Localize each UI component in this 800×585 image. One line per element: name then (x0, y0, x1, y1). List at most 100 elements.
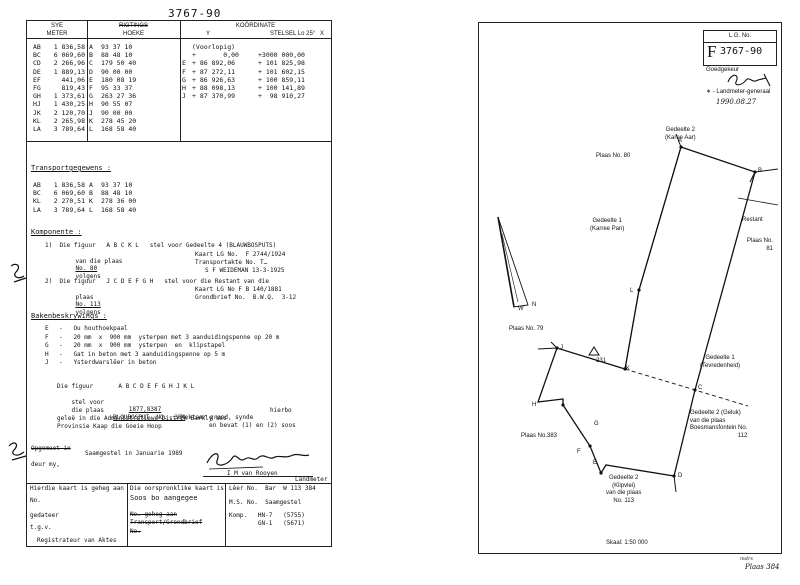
komp1-transport: Transportakte No. T… (195, 259, 268, 266)
komp2-plaas-label: plaas (75, 293, 94, 301)
footer-komp1: Komp. HN-7 (5755) (229, 512, 305, 519)
surveyor-name: I M van Rooyen (227, 470, 278, 477)
footer-komp2: GN-1 (5671) (229, 519, 305, 527)
coords-title: KOÖRDINATE (235, 23, 276, 29)
footer-no: No. (30, 496, 41, 504)
komp1-van: van die plaas (75, 257, 123, 265)
fig-hektaar: hektaar grond, synde (181, 413, 254, 421)
fig-line1: Die figuur A B C D E F G H J K L (57, 383, 195, 390)
footer-dated: gedateer (30, 512, 59, 519)
point-e: E (593, 460, 598, 466)
label-plaas-80: Plaas No. 80 (596, 153, 631, 159)
sides-title: SYE (50, 23, 63, 29)
directions-sub: HOEKE (122, 30, 144, 37)
baken-item: J- Ysterdwarslêer in beton (45, 359, 157, 366)
komp1-line1: 1) Die figuur A B C K L stel voor Gedeel… (45, 242, 277, 249)
lg-box: L.G. No. F 3767-90 (703, 30, 777, 66)
point-b: B (758, 168, 763, 174)
footer-soos-bo: Soos bo aangegee (130, 493, 198, 502)
y-label: Y (206, 31, 211, 37)
surveyor-signature (206, 453, 310, 470)
lg-prefix: F (707, 42, 717, 61)
coords-sub: STELSEL Lo 25° (270, 31, 316, 37)
approved-date: 1990.08.27 (716, 98, 757, 106)
label-gedeelte1-tevredenheid: Gedeelte 1 (Tevredenheid) (700, 355, 741, 369)
baken-title: Bakenbeskrywings : (31, 312, 107, 320)
footer-leer-no: Lêer No. Bar W 113 384 (229, 485, 316, 492)
label-gedeelte2-karee: Gedeelte 2 (Karee Aar) (665, 127, 696, 141)
ref-number: 3767-90 (168, 7, 222, 20)
transport-title: Transportgegewens : (31, 164, 112, 172)
baken-item: E- Ou houthoekpaal (45, 325, 128, 332)
footer-geheg: No. geheg aan (130, 511, 177, 518)
point-h: H (532, 402, 537, 408)
margin-initial-1 (10, 263, 27, 283)
point-a: A (678, 138, 683, 144)
komp1-plaas: No. 80 (75, 265, 98, 272)
cadastral-map (497, 133, 779, 493)
point-c: C (698, 385, 703, 391)
coord-row: J+ 87 370,99+ 98 910,27 (182, 92, 305, 101)
footer-transport: Transport/Grondbrief (130, 518, 203, 526)
approved-role: ∗ - Landmeter-generaal (706, 89, 771, 95)
komp2-volgens: volgens (75, 308, 101, 316)
label-gedeelte1-karree: Gedeelte 1 (Karree Pan) (590, 218, 625, 232)
point-j: J (560, 345, 563, 351)
footer-registrar: Registrateur van Aktes (37, 537, 117, 544)
footer-ms-no: M.S. No. Saamgestel (229, 498, 302, 506)
north-w-label: W (518, 306, 524, 312)
saamgestel-line: Saamgestel in Januarie 1989 (85, 450, 183, 457)
baken-item: H- Gat in beton met 3 aanduidingspenne o… (45, 350, 226, 358)
lg-title: L.G. No. (728, 33, 752, 39)
fig-area: 1877,8387 (128, 406, 162, 413)
margin-initial-2 (8, 442, 27, 461)
coord-row: G+ 86 926,63+ 100 859,11 (182, 75, 305, 84)
komp2-plaas: No. 113 (75, 301, 101, 308)
point-f: F (577, 449, 581, 455)
label-restant: Restant (742, 217, 763, 223)
fig-plaas: BLOUBOSPUT NO. 384 (113, 414, 186, 421)
x-label: X (320, 31, 325, 37)
baken-item: G- 20 mm x 900 mm ysterpen en klipstapel (45, 342, 226, 349)
diagram-sheet: SYE METER RIGTINGS HOEKE KOÖRDINATE Y ST… (26, 20, 332, 547)
coord-row: (Voorlopig) (192, 43, 236, 51)
label-gedeelte2-geluk: Gedeelte 2 (Geluk) van die plaas Boesman… (690, 410, 748, 439)
komp2-kaart: Kaart LG No F B 140/1881 (195, 286, 282, 293)
baken-item: F- 20 mm x 900 mm ysterpen met 3 aanduid… (45, 333, 280, 341)
footer-no2: No. (130, 528, 141, 535)
coord-row: + 0,00+3000 000,00 (192, 51, 305, 60)
fig-hierbo: hierbo (270, 407, 292, 414)
coord-row: F+ 87 272,11+ 101 602,15 (182, 67, 305, 76)
coord-row: H+ 88 098,13+ 100 141,89 (182, 84, 305, 93)
scale-label: Skaal: 1:50 000 (606, 540, 648, 546)
district-line2: Provinsie Kaap die Goeie Hoop (57, 423, 162, 430)
komp2-line1: 2) Die figuur J C D E F G H stel voor di… (45, 278, 269, 285)
map-sheet (478, 22, 782, 554)
fig-die-plaas: die plaas (71, 406, 104, 414)
footer-tgv: t.g.v. (30, 523, 52, 531)
komp1-kaart: Kaart LG No. F 2744/1924 (195, 251, 286, 258)
point-l: L (630, 288, 634, 294)
fig-stel-voor: stel voor (71, 398, 104, 406)
approved-signature (727, 73, 771, 87)
sides-unit: METER (46, 30, 68, 37)
label-plaas-79: Plaas No. 79 (509, 326, 544, 332)
label-gedeelte2-klipvlei: Gedeelte 2 (Klipvlei) van die plaas No. … (606, 475, 642, 504)
label-beacon-231: 231 (596, 358, 607, 364)
directions-title: RIGTINGS (118, 23, 148, 29)
komp2-grondbrief: Grondbrief No. B.W.Q. 3-12 (195, 294, 297, 301)
coord-row: E+ 86 892,06+ 101 825,98 (182, 59, 305, 68)
